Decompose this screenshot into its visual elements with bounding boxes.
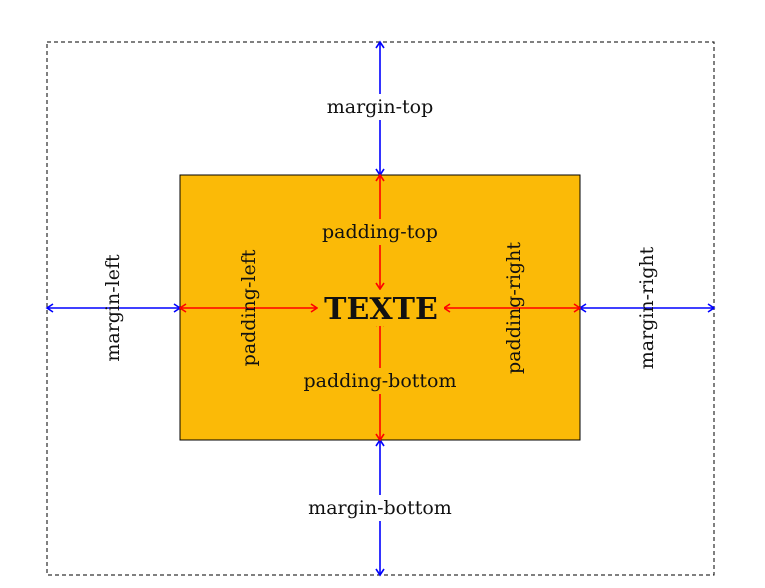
center-text-bg [318,290,444,326]
padding-left-label: padding-left [238,249,260,366]
center-text: TEXTE [324,292,438,327]
padding-bottom-label: padding-bottom [303,370,456,392]
margin-bottom-label-bg [305,495,455,521]
margin-bottom-label: margin-bottom [308,497,452,519]
padding-right-label: padding-right [503,242,525,374]
margin-top-label: margin-top [327,96,434,118]
margin-right-label: margin-right [636,246,658,369]
padding-bottom-label-bg [300,368,460,394]
margin-left-label: margin-left [102,254,124,362]
margin-top-label-bg [325,94,435,120]
padding-top-label: padding-top [322,221,438,243]
padding-top-label-bg [320,219,440,245]
